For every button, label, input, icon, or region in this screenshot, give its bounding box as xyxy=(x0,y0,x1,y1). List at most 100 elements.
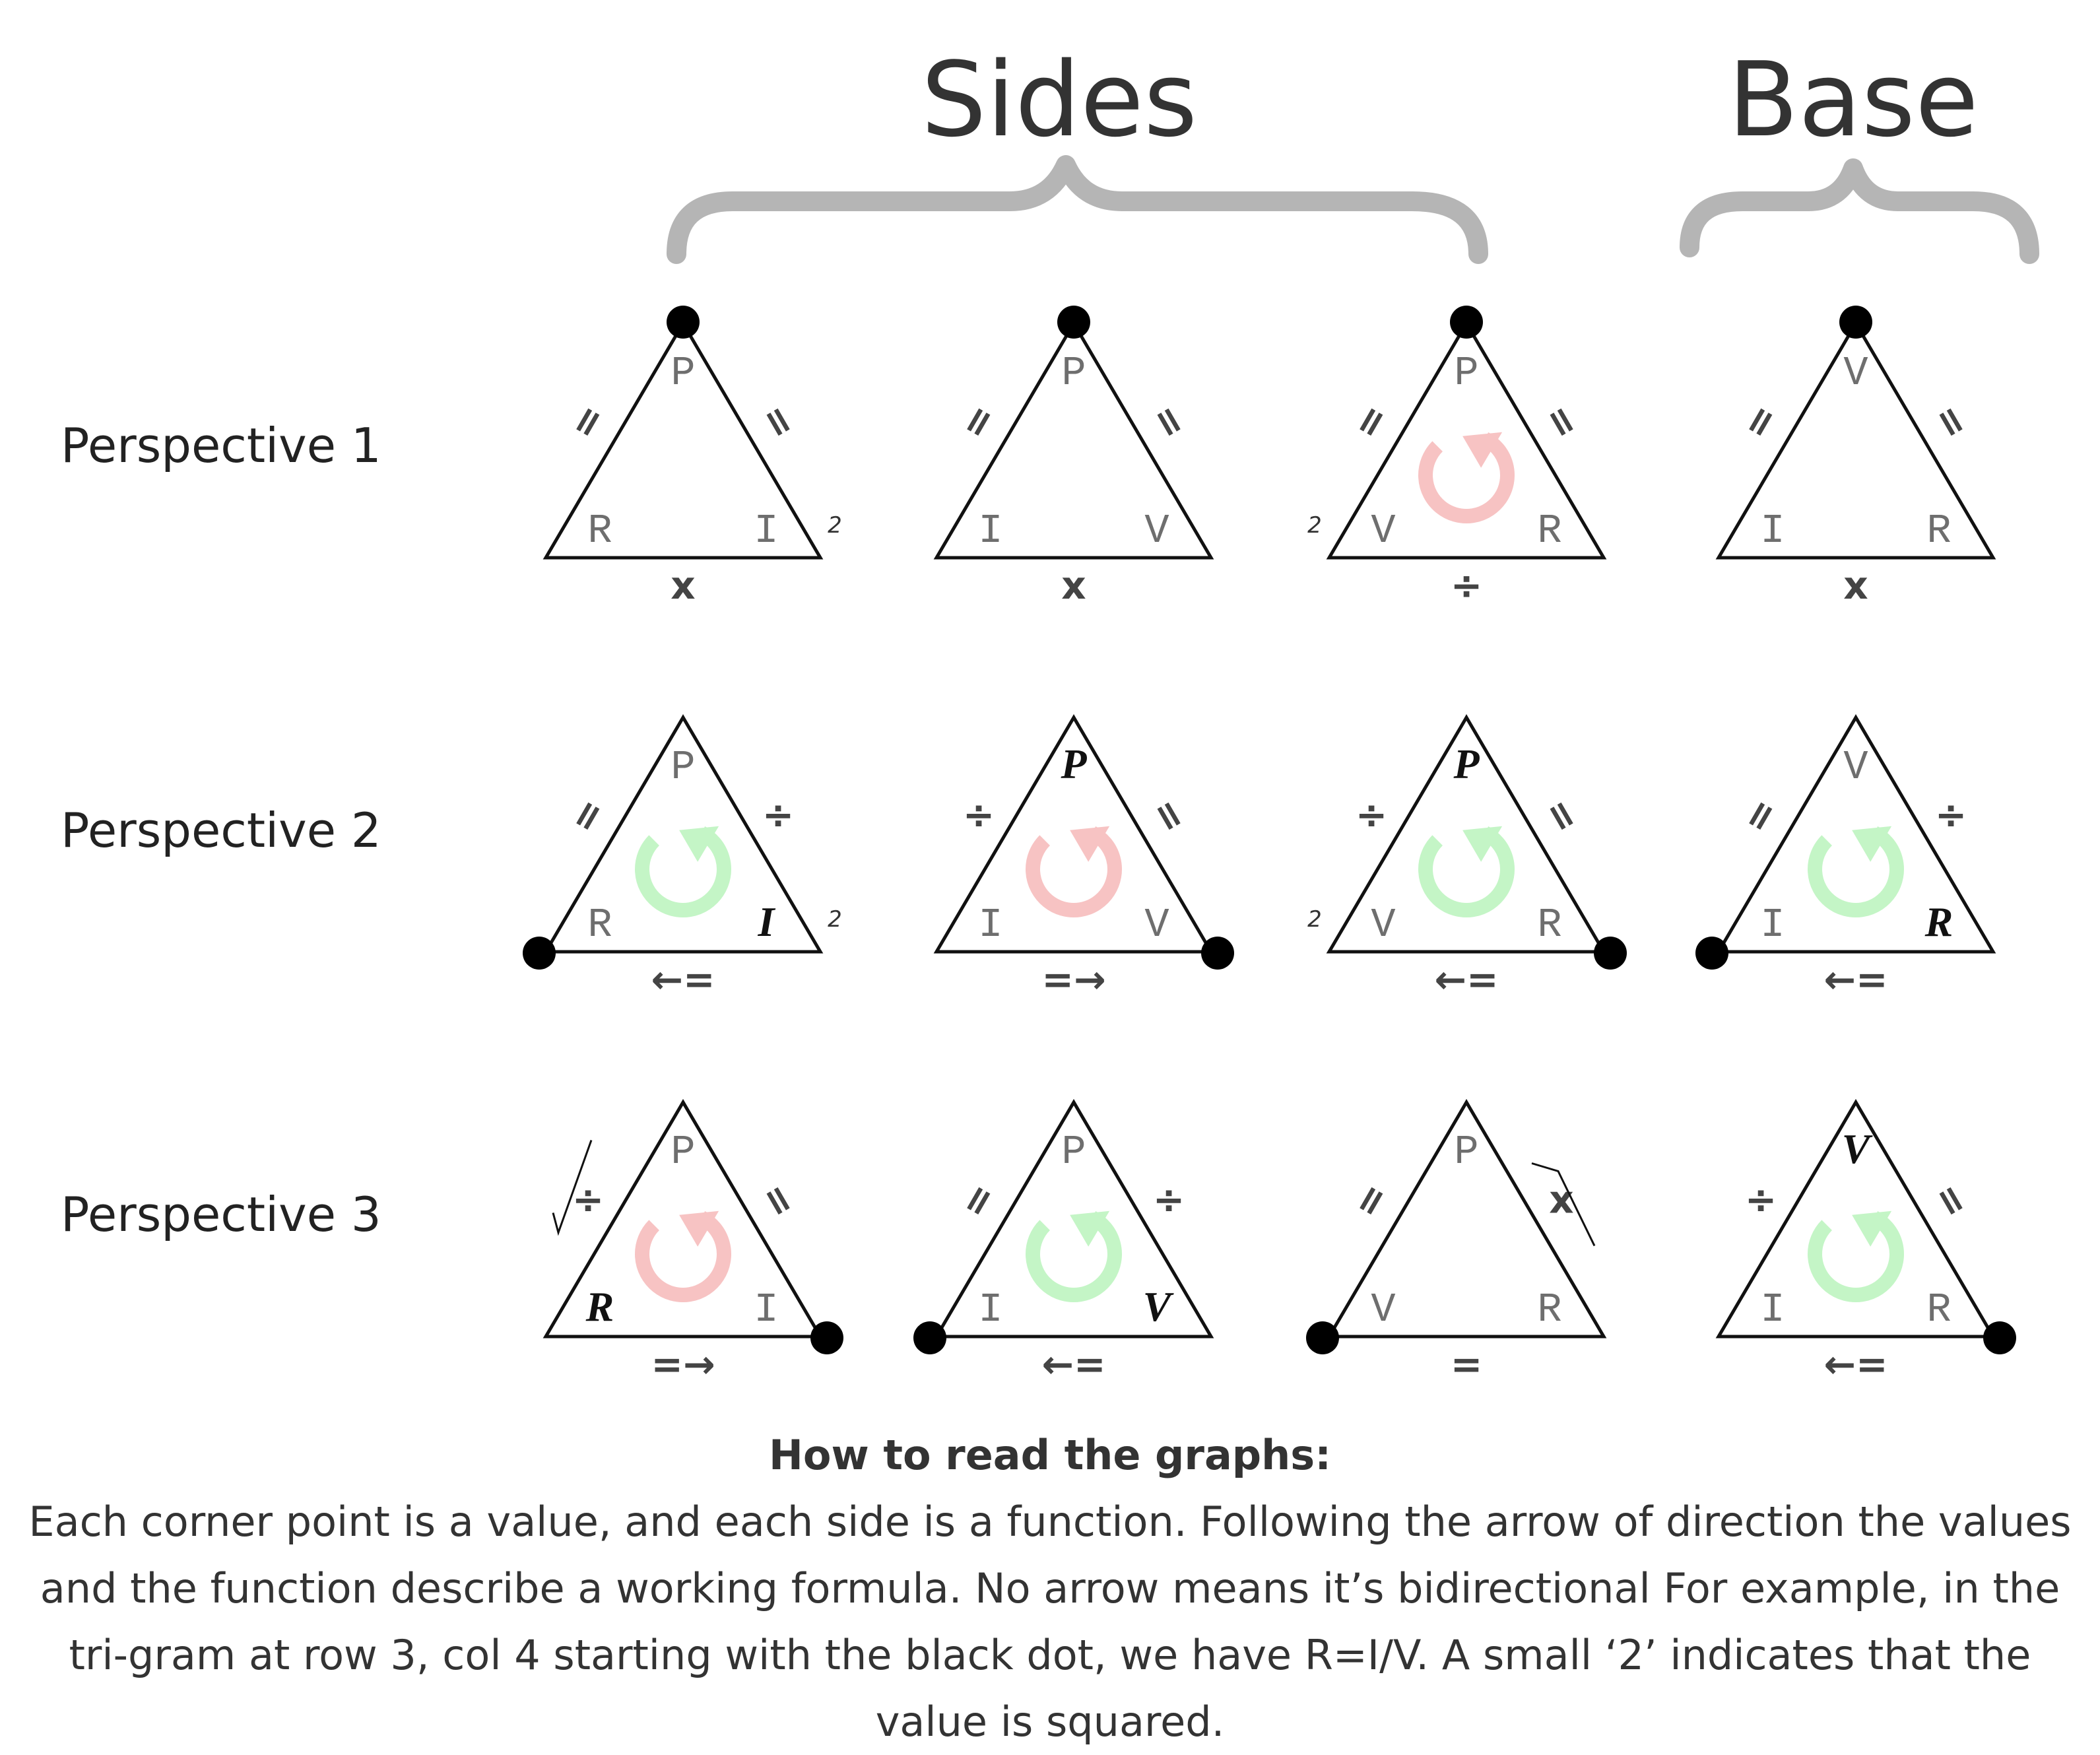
start-dot-r1c1 xyxy=(667,306,700,339)
direction-arrowhead-r3c4 xyxy=(1852,1210,1892,1247)
side-op-base-r2c3: ←= xyxy=(1434,957,1498,1002)
squared-mark-r1c3: 2 xyxy=(1307,512,1322,539)
direction-arrowhead-r2c1 xyxy=(679,826,719,862)
squared-mark-r2c3: 2 xyxy=(1307,906,1322,933)
value-label-right-r2c1: I xyxy=(758,898,776,945)
side-op-left-r3c1: ÷ xyxy=(572,1177,605,1222)
triangle-r1c1 xyxy=(542,320,824,560)
direction-arrow-green-r2c1 xyxy=(635,826,731,917)
start-dot-r3c1 xyxy=(810,1321,843,1354)
value-label-left-r2c2: I xyxy=(978,902,1002,948)
root-sign-r3c1 xyxy=(552,1139,593,1236)
direction-arrowhead-r3c2 xyxy=(1070,1210,1110,1247)
start-dot-r3c4 xyxy=(1983,1321,2016,1354)
direction-arrowhead-r1c3 xyxy=(1462,432,1503,468)
side-op-left-r2c1: = xyxy=(560,790,614,840)
start-dot-r3c2 xyxy=(913,1321,946,1354)
triangle-r2c4 xyxy=(1715,714,1996,954)
side-op-base-r1c4: x xyxy=(1843,563,1868,608)
side-op-base-r3c1: =→ xyxy=(651,1342,715,1387)
value-label-top-r1c4: V xyxy=(1843,350,1868,397)
value-label-top-r1c1: P xyxy=(671,350,695,397)
triangle-r3c4 xyxy=(1715,1099,1996,1339)
side-op-left-r3c4: ÷ xyxy=(1745,1177,1777,1222)
value-label-left-r1c2: I xyxy=(978,508,1002,554)
side-op-left-r2c3: ÷ xyxy=(1356,793,1388,838)
value-label-left-r2c4: I xyxy=(1760,902,1785,948)
value-label-right-r3c1: I xyxy=(754,1286,778,1333)
explanation-title: How to read the graphs: xyxy=(768,1431,1331,1479)
explanation-block: How to read the graphs: Each corner poin… xyxy=(20,1422,2080,1755)
side-op-base-r3c2: ←= xyxy=(1041,1342,1105,1387)
side-op-left-r1c2: = xyxy=(950,396,1005,446)
value-label-top-r3c1: P xyxy=(671,1129,695,1176)
squared-mark-r1c1: 2 xyxy=(828,512,842,539)
side-op-left-r2c4: = xyxy=(1732,790,1787,840)
direction-arrow-red-r1c3 xyxy=(1418,432,1515,523)
base-brace xyxy=(1680,158,2039,264)
value-label-top-r2c4: V xyxy=(1843,744,1868,791)
direction-arrow-green-r2c4 xyxy=(1808,826,1904,917)
value-label-top-r3c2: P xyxy=(1061,1129,1086,1176)
start-dot-r1c4 xyxy=(1839,306,1872,339)
side-op-right-r1c3: = xyxy=(1535,396,1590,446)
side-op-left-r3c2: = xyxy=(950,1175,1005,1225)
side-op-base-r2c2: =→ xyxy=(1041,957,1105,1002)
side-op-left-r1c3: = xyxy=(1343,396,1398,446)
value-label-right-r2c2: V xyxy=(1144,902,1169,948)
row-label-perspective-1: Perspective 1 xyxy=(61,418,381,473)
triangle-r2c2 xyxy=(933,714,1214,954)
value-label-right-r1c2: V xyxy=(1144,508,1169,554)
direction-arrowhead-r2c4 xyxy=(1852,826,1892,862)
side-op-base-r2c4: ←= xyxy=(1823,957,1887,1002)
value-label-right-r1c1: I xyxy=(754,508,778,554)
start-dot-r2c1 xyxy=(523,937,556,970)
side-op-right-r1c4: = xyxy=(1924,396,1979,446)
side-op-base-r1c2: x xyxy=(1061,563,1086,608)
value-label-left-r3c1: R xyxy=(585,1283,614,1330)
start-dot-r2c2 xyxy=(1201,937,1234,970)
value-label-right-r2c4: R xyxy=(1924,898,1953,945)
value-label-right-r3c3: R xyxy=(1537,1286,1561,1333)
direction-arrow-green-r2c3 xyxy=(1418,826,1515,917)
triangle-r3c1 xyxy=(542,1099,824,1339)
squared-mark-r2c1: 2 xyxy=(828,906,842,933)
triangle-r2c3 xyxy=(1326,714,1607,954)
value-label-right-r3c4: R xyxy=(1926,1286,1951,1333)
side-op-base-r1c3: ÷ xyxy=(1451,563,1483,608)
value-label-left-r3c3: V xyxy=(1371,1286,1395,1333)
value-label-right-r2c3: R xyxy=(1537,902,1561,948)
side-op-right-r2c1: ÷ xyxy=(762,793,795,838)
value-label-left-r3c2: I xyxy=(978,1286,1002,1333)
root-sign-r3c3 xyxy=(1531,1162,1596,1247)
base-header: Base xyxy=(1728,40,1979,160)
value-label-left-r3c4: I xyxy=(1760,1286,1785,1333)
value-label-left-r1c4: I xyxy=(1760,508,1785,554)
side-op-base-r2c1: ←= xyxy=(651,957,715,1002)
side-op-right-r3c3: x xyxy=(1549,1177,1573,1222)
side-op-right-r3c1: = xyxy=(752,1175,806,1225)
sides-header: Sides xyxy=(921,40,1198,160)
side-op-right-r3c4: = xyxy=(1924,1175,1979,1225)
triangle-r1c2 xyxy=(933,320,1214,560)
side-op-left-r3c3: = xyxy=(1343,1175,1398,1225)
side-op-right-r1c2: = xyxy=(1142,396,1197,446)
direction-arrow-green-r3c4 xyxy=(1808,1210,1904,1302)
direction-arrowhead-r2c3 xyxy=(1462,826,1503,862)
triangle-r1c4 xyxy=(1715,320,1996,560)
value-label-top-r2c3: P xyxy=(1453,741,1480,787)
row-label-perspective-2: Perspective 2 xyxy=(61,803,381,858)
start-dot-r2c3 xyxy=(1594,937,1627,970)
side-op-base-r1c1: x xyxy=(671,563,695,608)
side-op-right-r3c2: ÷ xyxy=(1153,1177,1185,1222)
direction-arrow-red-r3c1 xyxy=(635,1210,731,1302)
triangle-r1c3 xyxy=(1326,320,1607,560)
value-label-top-r2c2: P xyxy=(1060,741,1087,787)
side-op-base-r3c3: = xyxy=(1451,1342,1483,1387)
value-label-top-r3c4: V xyxy=(1842,1125,1874,1172)
start-dot-r1c3 xyxy=(1450,306,1483,339)
value-label-right-r3c2: V xyxy=(1143,1283,1175,1330)
triangle-r3c3 xyxy=(1326,1099,1607,1339)
side-op-base-r3c4: ←= xyxy=(1823,1342,1887,1387)
